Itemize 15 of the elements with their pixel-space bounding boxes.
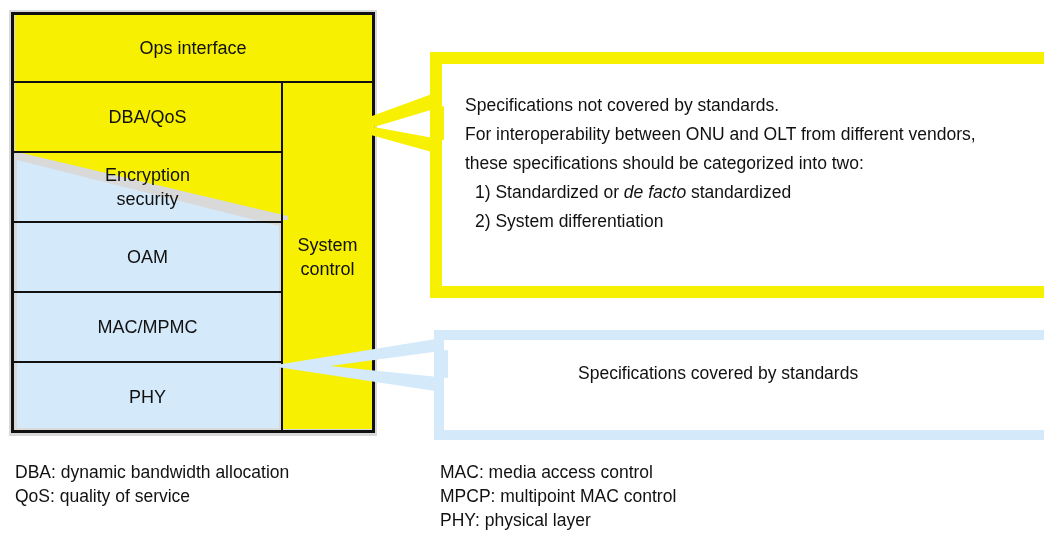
callout-text: Specifications not covered by standards. (465, 94, 780, 117)
layer-box: Ops interface (12, 13, 374, 83)
abbreviation-note: PHY: physical layer (440, 510, 591, 531)
callout-text: 2) System differentiation (475, 210, 664, 233)
layer-box: PHY (12, 361, 283, 432)
callout-text: 1) Standardized or de facto standardized (475, 181, 792, 204)
callout-box (434, 330, 1044, 440)
abbreviation-note: MAC: media access control (440, 462, 653, 483)
control-column: System control (281, 81, 374, 432)
abbreviation-note: MPCP: multipoint MAC control (440, 486, 677, 507)
callout-text: Specifications covered by standards (578, 362, 859, 385)
abbreviation-note: QoS: quality of service (15, 486, 191, 507)
callout-box (430, 52, 1044, 298)
callout-text: For interoperability between ONU and OLT from different vendors, these specifications should be categorized into two: (465, 123, 977, 175)
abbreviation-note: DBA: dynamic bandwidth allocation (15, 462, 290, 483)
